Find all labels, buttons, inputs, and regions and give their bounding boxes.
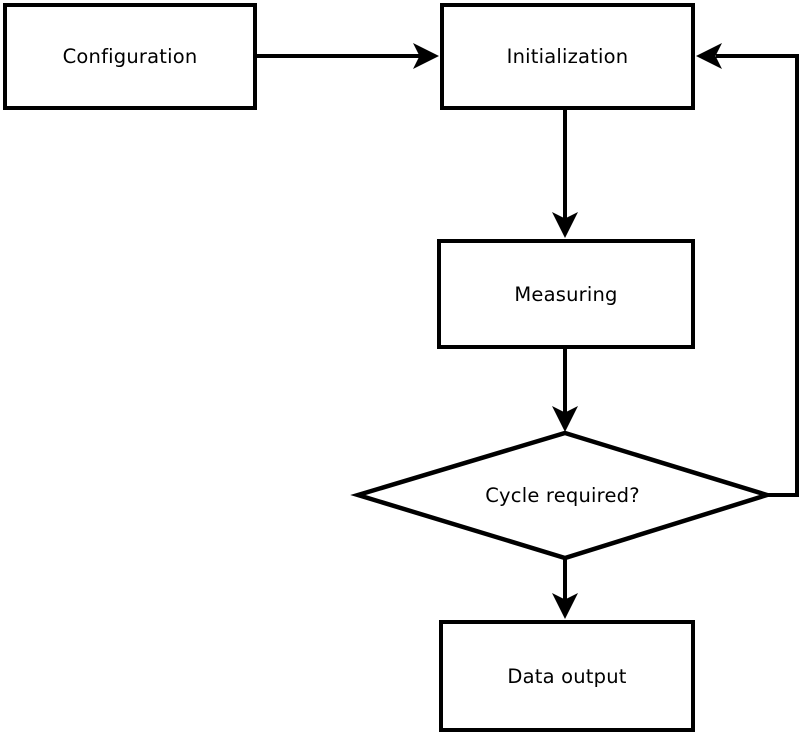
arrowhead-down-icon (552, 593, 578, 619)
edge-initialization-to-measuring (552, 110, 578, 238)
node-data-output-label: Data output (507, 664, 627, 688)
arrowhead-down-icon (552, 406, 578, 432)
edge-measuring-to-cycle-required (552, 349, 578, 432)
arrowhead-down-icon (552, 212, 578, 238)
node-initialization-label: Initialization (506, 45, 629, 68)
node-cycle-required: Cycle required? (358, 433, 767, 558)
edge-cycle-required-to-data-output (552, 558, 578, 619)
node-measuring-label: Measuring (514, 282, 618, 306)
node-configuration-label: Configuration (62, 45, 198, 68)
node-data-output: Data output (439, 620, 695, 732)
node-measuring: Measuring (437, 239, 695, 349)
edge-line (716, 54, 799, 497)
node-initialization: Initialization (440, 3, 695, 110)
decision-diamond-shape (350, 430, 775, 561)
node-cycle-required-label: Cycle required? (485, 484, 640, 507)
arrowhead-right-icon (413, 43, 439, 69)
edge-cycle-required-to-initialization-loop (696, 43, 799, 497)
edge-configuration-to-initialization (257, 43, 439, 69)
arrowhead-left-icon (696, 43, 722, 69)
node-configuration: Configuration (3, 3, 257, 110)
